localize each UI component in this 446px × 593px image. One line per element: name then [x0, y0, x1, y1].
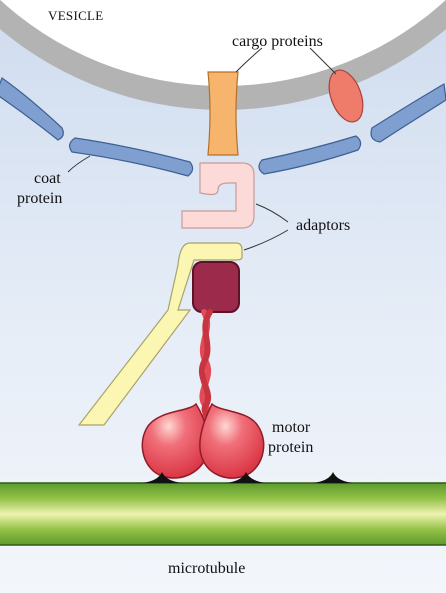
vesicle-interior	[0, 0, 446, 86]
adaptor-yellow	[77, 242, 243, 426]
binding-site	[226, 472, 266, 483]
coat-protein-segment	[258, 135, 362, 175]
label-vesicle: VESICLE	[48, 8, 104, 23]
label-cargo-proteins: cargo proteins	[232, 33, 323, 50]
leader-cargo-orange	[235, 47, 263, 73]
coat-protein-segment	[69, 137, 194, 177]
cargo-protein-soluble	[328, 69, 364, 123]
microtubule-body	[0, 483, 446, 545]
label-motor-protein-line2: protein	[268, 439, 313, 456]
label-microtubule: microtubule	[168, 560, 245, 577]
leader-adaptor-yellow	[243, 229, 289, 251]
binding-site	[313, 472, 353, 483]
binding-site	[142, 472, 182, 483]
label-motor-protein-line1: motor	[272, 419, 311, 436]
cargo-protein-transmembrane	[207, 71, 239, 156]
motor-protein	[141, 261, 265, 479]
coat-proteins	[0, 77, 446, 177]
coat-protein-segment	[370, 83, 446, 143]
leader-lines	[67, 47, 337, 251]
adaptor-pink	[181, 162, 255, 229]
leader-cargo-red	[309, 47, 337, 75]
label-coat-protein-line1: coat	[34, 170, 61, 187]
microtubule	[0, 472, 446, 546]
leader-coat-protein	[67, 155, 91, 173]
leader-adaptor-pink	[255, 203, 289, 223]
adaptors	[77, 162, 255, 426]
cargo-proteins	[207, 69, 364, 156]
label-coat-protein-line2: protein	[17, 190, 62, 207]
label-adaptors: adaptors	[296, 217, 350, 234]
motor-cargo-binding-domain	[192, 261, 240, 313]
coat-protein-segment	[0, 77, 64, 141]
